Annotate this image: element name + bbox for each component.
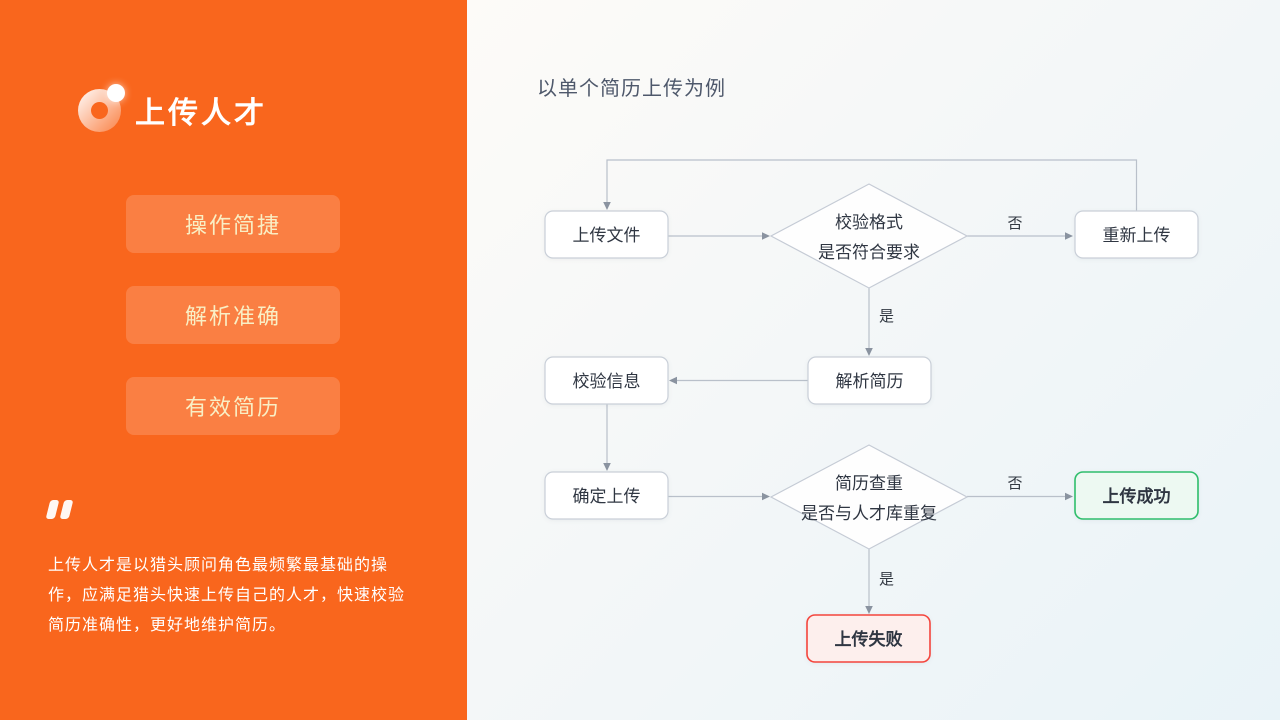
- node-parse-resume: 解析简历: [807, 356, 932, 405]
- node-upload-success: 上传成功: [1074, 471, 1199, 520]
- quote-line: 简历准确性，更好地维护简历。: [48, 617, 287, 634]
- flow-connectors: [603, 159, 1138, 614]
- page-title: 上传人才: [135, 97, 267, 130]
- node-duplicate-check-line2: 是否与人才库重复: [801, 504, 937, 523]
- node-parse-resume-label: 解析简历: [836, 372, 904, 391]
- node-reupload: 重新上传: [1074, 210, 1199, 259]
- node-duplicate-check-decision: 简历查重 是否与人才库重复: [769, 444, 969, 550]
- node-verify-info: 校验信息: [544, 356, 669, 405]
- node-upload-fail-label: 上传失败: [835, 629, 903, 649]
- sidebar: 上传人才 操作简捷 解析准确 有效简历 上传人才是以猎头顾问角色最频繁最基础的操…: [0, 0, 467, 720]
- quote-line: 上传人才是以猎头顾问角色最频繁最基础的操: [48, 557, 389, 574]
- quote-block: 上传人才是以猎头顾问角色最频繁最基础的操 作，应满足猎头快速上传自己的人才，快速…: [45, 500, 450, 641]
- flow-title: 以单个简历上传为例: [537, 78, 726, 100]
- quote-icon: [45, 500, 450, 519]
- node-check-format-line1: 校验格式: [835, 213, 903, 232]
- node-upload-file-label: 上传文件: [573, 226, 641, 245]
- node-upload-success-label: 上传成功: [1103, 486, 1171, 506]
- node-confirm-upload-label: 确定上传: [573, 487, 641, 506]
- node-confirm-upload: 确定上传: [544, 471, 669, 520]
- node-check-format-decision: 校验格式 是否符合要求: [769, 183, 969, 289]
- quote-bar: [59, 500, 74, 519]
- node-upload-fail: 上传失败: [806, 614, 931, 663]
- logo-hole: [91, 101, 108, 119]
- branch-label-yes-bottom: 是: [879, 571, 894, 588]
- feature-button-valid-resume[interactable]: 有效简历: [126, 377, 340, 435]
- feature-buttons: 操作简捷 解析准确 有效简历: [126, 195, 340, 468]
- logo-dot: [107, 83, 125, 102]
- brand: 上传人才: [78, 83, 267, 132]
- branch-label-no-bottom: 否: [1007, 475, 1022, 492]
- branch-label-no-top: 否: [1007, 215, 1022, 232]
- donut-logo-icon: [78, 83, 125, 132]
- flowchart-panel: 以单个简历上传为例: [467, 0, 1280, 720]
- node-duplicate-check-line1: 简历查重: [835, 474, 903, 493]
- flowchart: 否 是 否 是 上传文件 校验格式 是否符合要求 重新上传 解析简历: [544, 159, 1199, 663]
- node-upload-file: 上传文件: [544, 210, 669, 259]
- branch-label-yes-top: 是: [879, 308, 894, 325]
- feature-button-accurate-parsing[interactable]: 解析准确: [126, 286, 340, 344]
- quote-line: 作，应满足猎头快速上传自己的人才，快速校验: [48, 587, 406, 604]
- quote-bar: [45, 500, 60, 519]
- node-reupload-label: 重新上传: [1103, 226, 1171, 245]
- node-verify-info-label: 校验信息: [573, 372, 641, 391]
- feature-button-easy-operation[interactable]: 操作简捷: [126, 195, 340, 253]
- node-check-format-line2: 是否符合要求: [818, 243, 920, 262]
